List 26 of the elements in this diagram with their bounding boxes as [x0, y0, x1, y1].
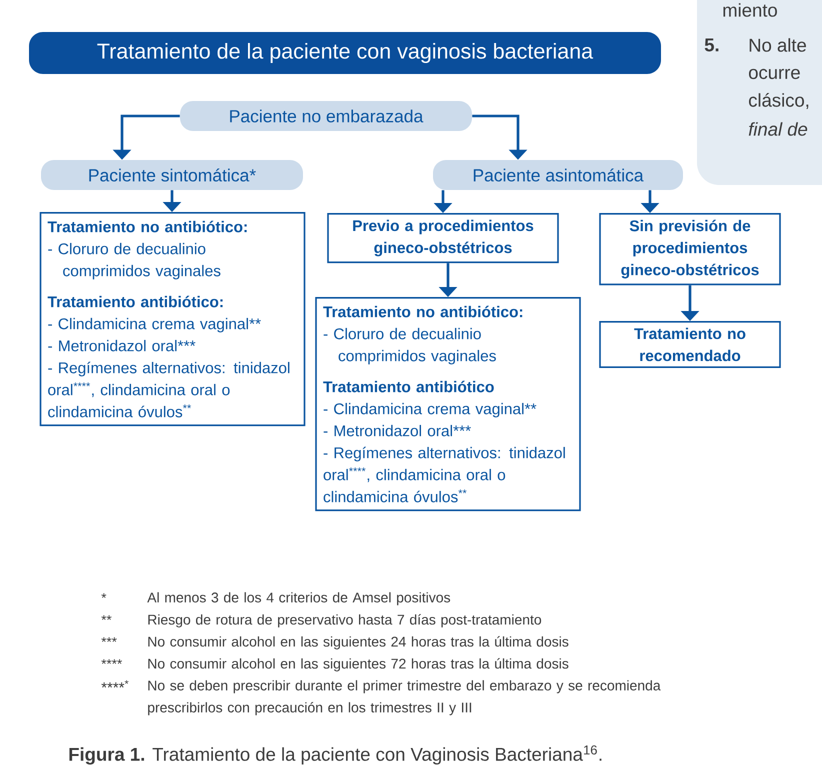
footnote-text: No se deben prescribir durante el primer trimestre del embarazo y se recomienda prescribirlos con precaución en los trimestres II y III: [148, 680, 661, 716]
category-pill: Paciente no embarazada: [180, 101, 472, 131]
text-box: Tratamiento no antibiótico: - Cloruro de decualinio comprimidos vaginales Tratamiento antibiótico: - Clindamicina crema vaginal** - Metronidazol oral*** - Regímenes alternativos: tinidazol oral$^{****}$, clindamicina oral o clindamicina óvulos$^{**}$: [40, 212, 306, 426]
page-text: No alte: [750, 38, 806, 52]
footnote-marker: ****$^{*}$: [101, 680, 128, 688]
footnote-marker: *: [101, 593, 106, 598]
figure-caption: Figura 1. Tratamiento de la paciente con Vaginosis Bacteriana$^{16}$.: [69, 745, 602, 765]
text-box: Sin previsión de procedimientos gineco-obstétricos: [599, 213, 781, 286]
footnote-marker: ***: [101, 637, 117, 642]
list-number: 5.: [704, 38, 718, 52]
category-pill: Paciente asintomática: [433, 160, 683, 190]
page-text: final de: [748, 122, 808, 136]
page-text: miento: [723, 3, 777, 17]
page-text: clásico,: [748, 93, 808, 109]
text-box: Tratamiento no antibiótico: - Cloruro de decualinio comprimidos vaginales Tratamiento antibiótico - Clindamicina crema vaginal** - Metronidazol oral*** - Regímenes alternativos: tinidazol oral$^{****}$, clindamicina oral o clindamicina óvulos$^{**}$: [315, 297, 581, 512]
page-text: ocurre: [748, 68, 800, 80]
footnote-text: Al menos 3 de los 4 criterios de Amsel positivos: [147, 592, 450, 606]
footnote-text: No consumir alcohol en las siguientes 24 horas tras la última dosis: [148, 636, 568, 650]
category-pill: Paciente sintomática*: [41, 160, 303, 190]
title-banner: Tratamiento de la paciente con vaginosis bacteriana: [29, 32, 661, 74]
footnote-marker: **: [101, 615, 112, 620]
footnote-text: Riesgo de rotura de preservativo hasta 7 días post-tratamiento: [148, 614, 542, 628]
footnote-marker: ****: [101, 659, 122, 664]
text-box: Tratamiento no recomendado: [599, 321, 781, 368]
text-box: Previo a procedimientos gineco-obstétricos: [327, 213, 559, 264]
footnote-text: No consumir alcohol en las siguientes 72 horas tras la última dosis: [148, 658, 568, 672]
